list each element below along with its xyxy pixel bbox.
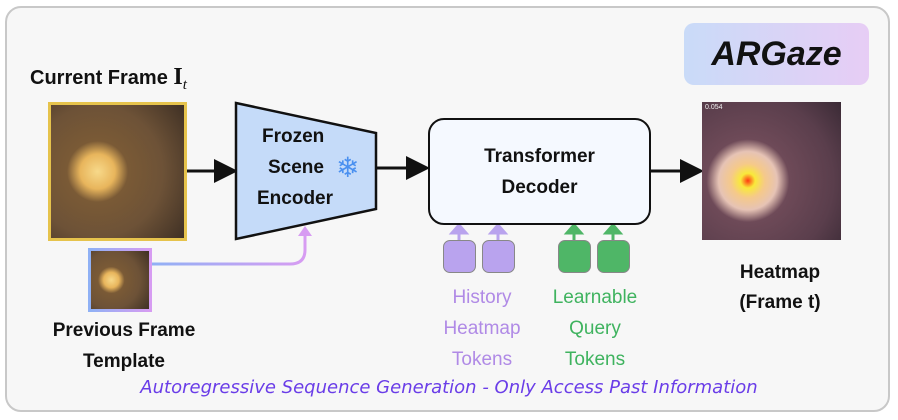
previous-frame-template-image bbox=[88, 248, 152, 312]
heatmap-line1: Heatmap bbox=[739, 262, 821, 283]
decoder-line1: Transformer bbox=[484, 145, 595, 167]
heatmap-image bbox=[702, 102, 841, 240]
frame-subscript: t bbox=[182, 77, 187, 93]
transformer-decoder: Transformer Decoder bbox=[428, 118, 651, 225]
query-tokens-label: Learnable Query Tokens bbox=[530, 282, 660, 375]
encoder-trapezoid bbox=[234, 101, 378, 241]
template-connector bbox=[148, 232, 307, 266]
snowflake-icon: ❄ bbox=[336, 152, 360, 183]
history-line3: Tokens bbox=[451, 349, 513, 370]
query-token bbox=[597, 240, 630, 273]
footer-caption: Autoregressive Sequence Generation - Onl… bbox=[140, 377, 758, 398]
previous-frame-line2: Template bbox=[82, 351, 165, 372]
previous-frame-line1: Previous Frame bbox=[52, 320, 196, 341]
token-arrows bbox=[448, 222, 624, 240]
heatmap-value: 0.054 bbox=[705, 104, 723, 111]
heatmap-label: Heatmap (Frame t) bbox=[710, 258, 850, 318]
decoder-line2: Decoder bbox=[501, 176, 578, 198]
current-frame-text: Current Frame bbox=[30, 67, 168, 89]
current-frame-image bbox=[48, 102, 187, 241]
previous-frame-label: Previous Frame Template bbox=[24, 315, 224, 377]
history-token bbox=[443, 240, 476, 273]
template-arrowhead bbox=[298, 226, 312, 236]
encoder-line3: Encoder bbox=[257, 188, 334, 209]
encoder-line2: Scene bbox=[268, 157, 324, 178]
query-line1: Learnable bbox=[552, 287, 638, 308]
current-frame-label: Current Frame It bbox=[30, 64, 187, 94]
encoder-line1: Frozen bbox=[262, 126, 325, 147]
query-line3: Tokens bbox=[564, 349, 626, 370]
brand-badge: ARGaze bbox=[684, 23, 869, 85]
heatmap-line2: (Frame t) bbox=[739, 292, 821, 313]
query-token bbox=[558, 240, 591, 273]
history-tokens-label: History Heatmap Tokens bbox=[417, 282, 547, 375]
frame-symbol: I bbox=[173, 64, 183, 90]
history-line2: Heatmap bbox=[443, 318, 521, 339]
query-line2: Query bbox=[569, 318, 621, 339]
history-token bbox=[482, 240, 515, 273]
history-line1: History bbox=[452, 287, 512, 308]
